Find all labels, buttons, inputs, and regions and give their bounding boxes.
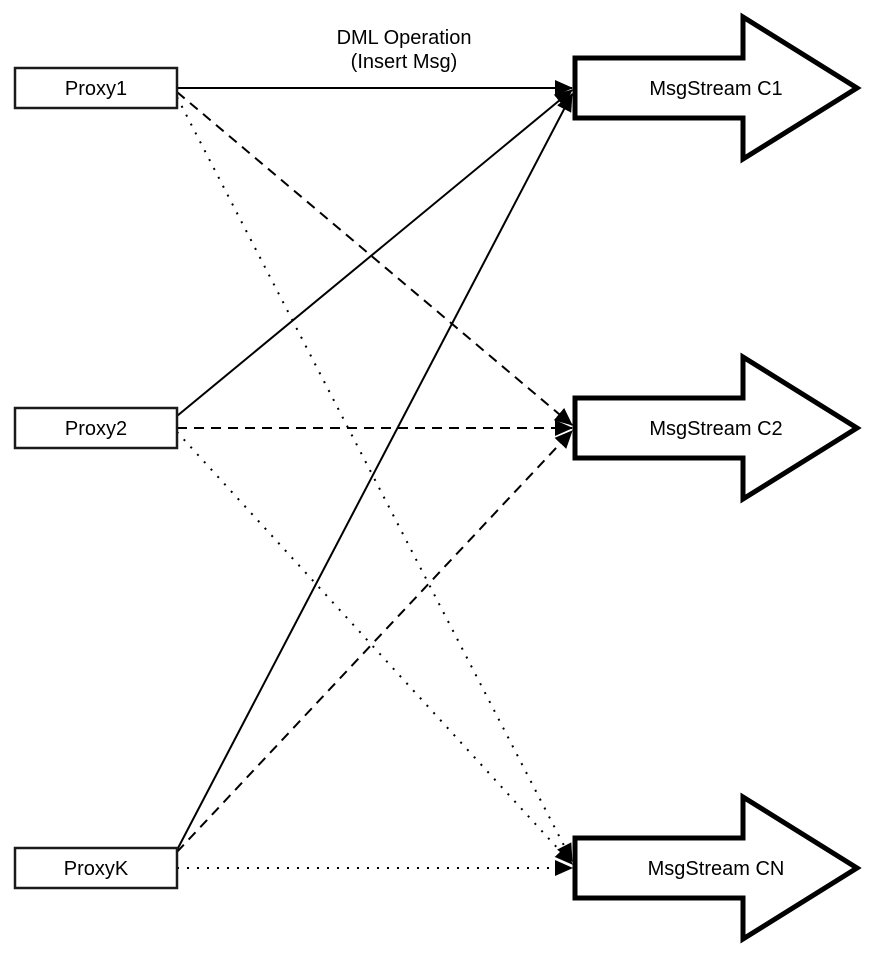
proxy1-node: Proxy1 <box>13 66 179 110</box>
msgstream-cn-node: MsgStream CN <box>572 792 862 944</box>
proxy2-label: Proxy2 <box>65 418 127 440</box>
msgstream-c1-arrow-shape <box>572 12 862 164</box>
connection-proxy2-msgstream-cn <box>176 431 573 865</box>
connection-proxy1-msgstream-cn <box>176 96 573 862</box>
proxyk-label: ProxyK <box>64 858 129 880</box>
connection-proxy1-msgstream-c2 <box>176 91 573 426</box>
proxyk-node: ProxyK <box>13 846 179 890</box>
connection-proxyk-msgstream-c1 <box>176 93 573 851</box>
proxyk-box <box>13 846 179 890</box>
proxy1-label: Proxy1 <box>65 78 127 100</box>
connection-proxy2-msgstream-c1 <box>176 89 573 417</box>
msgstream-c1-node: MsgStream C1 <box>572 12 862 164</box>
dml-operation-label-line1: DML Operation <box>337 27 472 49</box>
connection-proxyk-msgstream-c2 <box>176 430 573 853</box>
proxy1-box <box>13 66 179 110</box>
msgstream-c2-node: MsgStream C2 <box>572 352 862 504</box>
msgstream-c1-label: MsgStream C1 <box>649 78 782 100</box>
msgstream-cn-arrow-shape <box>572 792 862 944</box>
connections <box>176 80 573 876</box>
proxy2-box <box>13 406 179 450</box>
dml-operation-label-line2: (Insert Msg) <box>351 51 458 73</box>
proxy2-node: Proxy2 <box>13 406 179 450</box>
msgstream-c2-label: MsgStream C2 <box>649 418 782 440</box>
msgstream-cn-label: MsgStream CN <box>648 858 785 880</box>
msgstream-c2-arrow-shape <box>572 352 862 504</box>
